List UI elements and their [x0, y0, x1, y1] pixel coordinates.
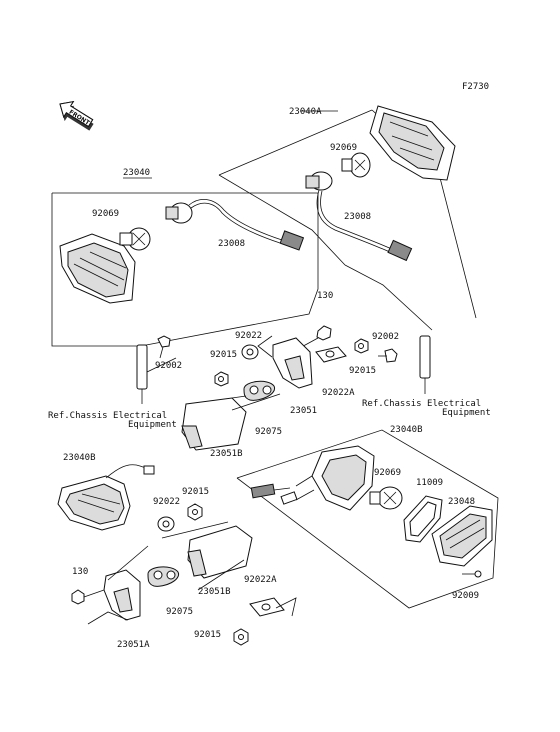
- spacer-92022A-bottom: [249, 597, 285, 617]
- label-92022A-top: 92022A: [322, 388, 355, 398]
- bulb-92069-right: [369, 486, 403, 510]
- washer-92022-top: [241, 344, 259, 360]
- label-23040: 23040: [123, 168, 150, 178]
- label-92069-left: 92069: [92, 209, 119, 219]
- nut-92015-bottom: [233, 628, 249, 646]
- nut-92015-a: [214, 371, 229, 387]
- label-92015-bottom: 92015: [194, 630, 221, 640]
- bracket-23051A: [103, 569, 141, 621]
- turn-signal-lens-23040A: [369, 105, 456, 181]
- turn-signal-lens-23040: [59, 233, 136, 304]
- cover-23051B-top: [181, 395, 247, 451]
- label-92069-top: 92069: [330, 143, 357, 153]
- connector-right: [419, 335, 431, 394]
- connector-left: [136, 344, 148, 404]
- label-92075-bottom: 92075: [166, 607, 193, 617]
- grommet-92075-top: [243, 380, 276, 401]
- spacer-92022A-top: [315, 346, 347, 363]
- label-23048: 23048: [448, 497, 475, 507]
- ref-right-line2: Equipment: [442, 408, 491, 418]
- socket-harness-23008-left: [165, 199, 305, 251]
- label-92015-b: 92015: [349, 366, 376, 376]
- label-92002-left: 92002: [155, 361, 182, 371]
- figure-code: F2730: [462, 82, 489, 92]
- label-23008-left: 23008: [218, 239, 245, 249]
- label-92015-mid: 92015: [182, 487, 209, 497]
- label-92075-top: 92075: [255, 427, 282, 437]
- pointer-lines: [87, 335, 297, 625]
- gasket-11009: [403, 495, 443, 543]
- label-23051: 23051: [290, 406, 317, 416]
- group-frame-23040B: [236, 429, 499, 609]
- cover-23051B-bottom: [187, 525, 253, 579]
- bolt-92002-left: [157, 335, 171, 359]
- bulb-92069-top: [341, 152, 371, 178]
- bolt-92002-right: [378, 348, 398, 363]
- socket-harness-23008-top: [305, 171, 413, 262]
- turn-signal-lens-23040B-left: [57, 464, 155, 531]
- label-92015-a: 92015: [210, 350, 237, 360]
- label-23051A: 23051A: [117, 640, 150, 650]
- label-23040B-left: 23040B: [63, 453, 96, 463]
- label-92022-top: 92022: [235, 331, 262, 341]
- bracket-23051: [272, 337, 313, 389]
- grommet-92075-bottom: [147, 566, 180, 587]
- bulb-92069-left: [119, 227, 151, 251]
- label-23040B-right: 23040B: [390, 425, 423, 435]
- turn-signal-housing-23040B-right: [250, 445, 375, 511]
- label-130-top: 130: [317, 291, 333, 301]
- washer-92022-mid: [157, 516, 175, 532]
- label-23051B-top: 23051B: [210, 449, 243, 459]
- ref-right-line1: Ref.Chassis Electrical: [362, 399, 481, 409]
- screw-92009: [462, 570, 482, 578]
- label-23008-top: 23008: [344, 212, 371, 222]
- label-130-bottom: 130: [72, 567, 88, 577]
- label-92022-mid: 92022: [153, 497, 180, 507]
- front-arrow-icon: FRONT: [59, 100, 94, 131]
- label-92002-right: 92002: [372, 332, 399, 342]
- label-92009: 92009: [452, 591, 479, 601]
- nut-92015-b: [354, 338, 369, 354]
- nut-92015-mid: [187, 503, 203, 521]
- label-92069-right: 92069: [374, 468, 401, 478]
- label-23051B-bottom: 23051B: [198, 587, 231, 597]
- label-11009: 11009: [416, 478, 443, 488]
- lens-23048: [431, 505, 493, 567]
- bolt-130-bottom: [71, 589, 105, 605]
- ref-left-line1: Ref.Chassis Electrical: [48, 411, 167, 421]
- label-92022A-bottom: 92022A: [244, 575, 277, 585]
- ref-left-line2: Equipment: [128, 420, 177, 430]
- label-23040A: 23040A: [289, 107, 322, 117]
